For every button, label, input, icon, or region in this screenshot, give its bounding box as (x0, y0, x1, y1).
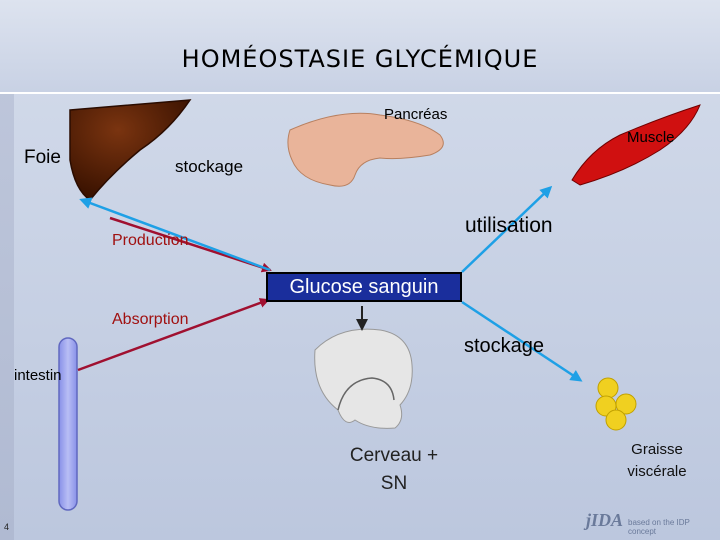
pancreas-shape (287, 112, 444, 187)
title-band (0, 0, 720, 94)
pancreas-label: Pancréas (384, 106, 448, 123)
arrow-fat-storage (461, 300, 583, 382)
arrow-utilisation (461, 185, 553, 273)
arrow-absorption (77, 298, 270, 372)
muscle-shape (571, 104, 701, 186)
absorption-label: Absorption (112, 311, 189, 328)
left-edge-bar (0, 0, 14, 540)
fat-cell (605, 409, 627, 431)
page-number: 4 (4, 522, 10, 532)
logo: jIDA based on the IDP concept (586, 508, 712, 536)
page-title: HOMÉOSTASIE GLYCÉMIQUE (181, 45, 539, 73)
arrow-liver-storage (79, 197, 271, 272)
muscle-label: Muscle (627, 129, 675, 146)
liver-label: Foie (24, 147, 61, 168)
glucose-box: Glucose sanguin (266, 272, 462, 302)
liver-shape (69, 99, 192, 202)
logo-mark: jIDA (586, 510, 624, 530)
intestine-tube (58, 337, 78, 511)
brain-fold (337, 377, 395, 411)
brain-label: Cerveau + SN (349, 445, 439, 494)
fat-cell (615, 393, 637, 415)
production-label: Production (112, 232, 189, 249)
utilisation-label: utilisation (465, 214, 553, 237)
logo-tagline: based on the IDP concept (628, 518, 690, 536)
fat-label: Graisse viscérale (627, 441, 687, 480)
liver-storage-label: stockage (175, 157, 244, 176)
intestine-label: intestin (14, 367, 62, 384)
fat-cell (597, 377, 619, 399)
fat-storage-label: stockage (464, 335, 545, 357)
